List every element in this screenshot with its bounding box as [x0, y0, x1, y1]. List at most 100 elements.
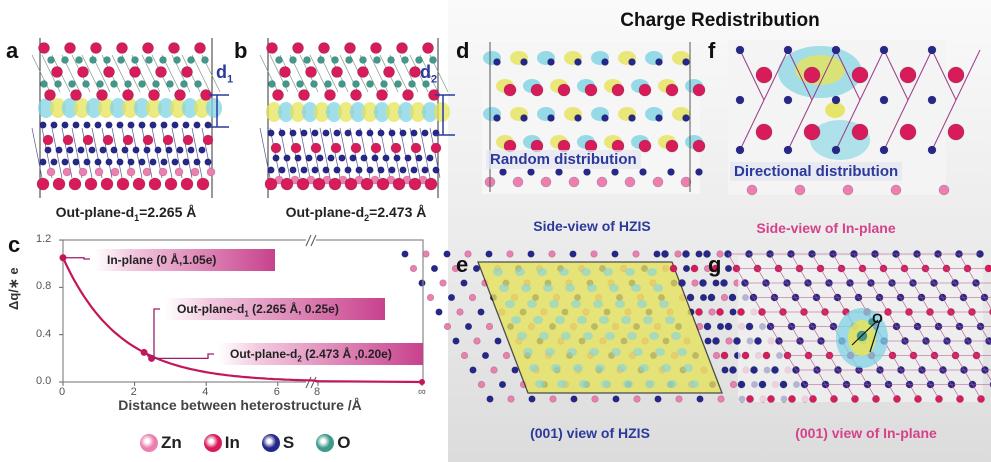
- bond: [912, 282, 922, 298]
- S-atom: [708, 308, 716, 316]
- O-atom: [173, 56, 181, 64]
- isosurface: [543, 284, 553, 292]
- S-atom: [633, 395, 641, 403]
- In-atom: [272, 89, 284, 101]
- S-atom: [344, 166, 352, 174]
- S-atom: [110, 146, 118, 154]
- bond: [763, 49, 789, 101]
- O-atom: [324, 80, 332, 88]
- S-atom: [182, 158, 190, 166]
- S-atom: [686, 293, 695, 302]
- S-atom: [149, 158, 157, 166]
- O-atom: [296, 80, 304, 88]
- S-atom: [464, 322, 473, 331]
- O-atom: [394, 80, 402, 88]
- bond: [963, 369, 973, 385]
- S-atom: [105, 158, 113, 166]
- S-atom: [601, 58, 609, 66]
- In-atom: [84, 177, 98, 191]
- bond: [835, 99, 861, 151]
- O-atom: [352, 80, 360, 88]
- S-atom: [477, 380, 486, 389]
- bond: [908, 311, 918, 327]
- bond: [883, 99, 909, 151]
- S-atom: [99, 146, 107, 154]
- axis-break-mark: [310, 234, 317, 247]
- O-atom: [380, 80, 388, 88]
- S-atom: [699, 293, 708, 302]
- isosurface: [593, 300, 603, 308]
- bond: [778, 268, 788, 284]
- S-atom: [612, 395, 620, 403]
- bond: [820, 268, 830, 284]
- bond: [409, 127, 421, 179]
- In-atom: [422, 42, 434, 54]
- S-atom: [443, 322, 452, 331]
- In-atom: [851, 66, 869, 84]
- O-atom: [331, 56, 339, 64]
- S-atom: [527, 250, 535, 258]
- S-atom: [426, 154, 434, 162]
- S-atom: [486, 395, 494, 403]
- isosurface: [134, 98, 150, 118]
- bond: [795, 369, 805, 385]
- S-atom: [283, 154, 291, 162]
- In-atom: [357, 66, 369, 78]
- S-atom: [154, 146, 162, 154]
- bond: [736, 268, 746, 284]
- In-atom: [164, 177, 178, 191]
- isosurface: [539, 332, 549, 340]
- isosurface: [683, 364, 693, 372]
- In-atom: [390, 142, 402, 154]
- S-atom: [831, 95, 841, 105]
- isosurface: [631, 284, 641, 292]
- In-atom: [376, 177, 390, 191]
- S-atom: [105, 121, 113, 129]
- In-atom: [392, 177, 406, 191]
- In-atom: [899, 123, 917, 141]
- In-atom: [350, 89, 362, 101]
- isosurface: [605, 332, 615, 340]
- In-atom: [638, 83, 652, 97]
- In-atom: [344, 42, 356, 54]
- isosurface: [689, 380, 699, 388]
- In-atom: [38, 42, 50, 54]
- S-atom: [72, 158, 80, 166]
- S-atom: [418, 279, 426, 287]
- annotation-connector: [147, 308, 160, 357]
- S-atom: [485, 322, 494, 331]
- bond: [279, 127, 291, 179]
- bond: [161, 127, 173, 179]
- In-atom: [803, 123, 821, 141]
- S-atom: [724, 264, 733, 273]
- bond: [824, 311, 834, 327]
- isosurface: [659, 300, 669, 308]
- S-atom: [116, 121, 124, 129]
- isosurface: [551, 364, 561, 372]
- bond: [887, 311, 897, 327]
- O-atom: [289, 56, 297, 64]
- S-atom: [783, 95, 793, 105]
- isosurface: [671, 332, 681, 340]
- In-atom: [755, 66, 773, 84]
- In-atom: [77, 66, 89, 78]
- S-atom: [678, 279, 686, 287]
- S-atom: [366, 129, 374, 137]
- S-atom: [198, 146, 206, 154]
- isosurface: [338, 102, 354, 122]
- S-atom: [502, 351, 511, 360]
- In-atom: [430, 142, 442, 154]
- S-atom: [547, 58, 555, 66]
- legend-item-in: In: [203, 433, 240, 453]
- S-atom: [121, 146, 129, 154]
- S-atom: [468, 293, 477, 302]
- O-atom: [61, 56, 69, 64]
- bond: [769, 253, 779, 269]
- S-atom: [300, 166, 308, 174]
- bond: [984, 297, 991, 310]
- bond: [753, 297, 763, 313]
- panel-label-a: a: [6, 38, 19, 63]
- S-atom: [783, 45, 793, 55]
- O-atom: [103, 56, 111, 64]
